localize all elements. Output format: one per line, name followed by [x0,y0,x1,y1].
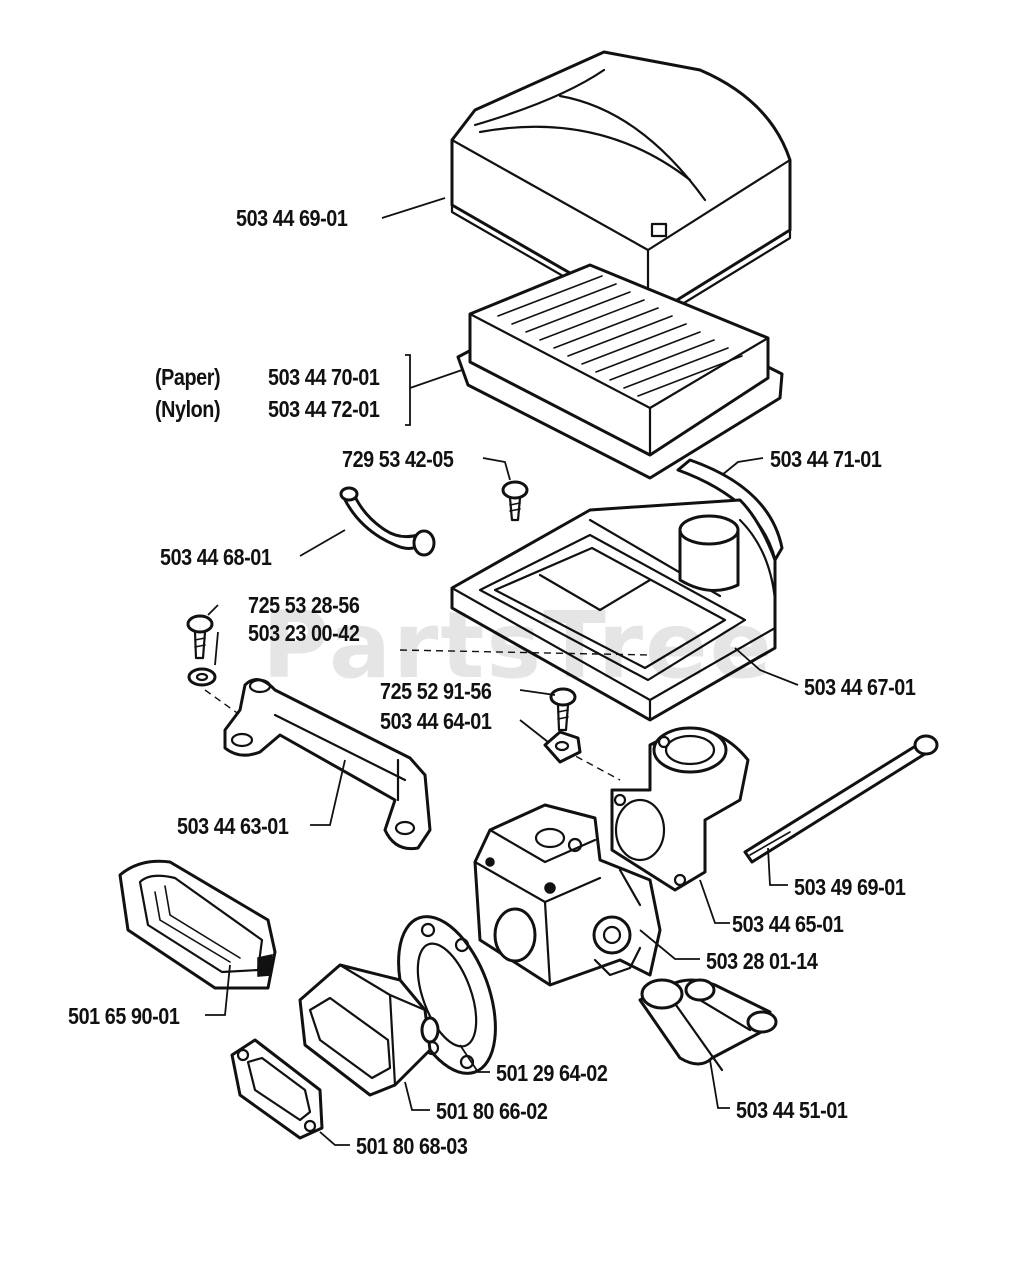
part-label: 503 44 71-01 [770,446,882,472]
part-label: 501 65 90-01 [68,1003,180,1029]
part-label: 503 44 68-01 [160,544,272,570]
part-label: 503 28 01-14 [706,948,818,974]
screw-725-52-91-56[interactable] [549,687,577,732]
part-label: 503 44 72-01 [268,396,380,422]
part-label: 501 29 64-02 [496,1060,608,1086]
intake-elbow[interactable] [610,726,750,892]
part-label: 501 80 66-02 [436,1098,548,1124]
manifold-gasket[interactable] [230,1038,324,1140]
part-label: 503 44 67-01 [804,674,916,700]
air-filter-element[interactable] [456,263,784,480]
spacer-503-44-64-01[interactable] [543,730,582,764]
part-label: 503 23 00-42 [248,620,360,646]
part-label: 729 53 42-05 [342,446,454,472]
watermark: PartsTree [262,592,774,699]
washer-503-23-00-42[interactable] [187,667,217,687]
part-label: 503 44 64-01 [380,708,492,734]
intake-manifold[interactable] [298,963,440,1097]
air-filter-base-plate[interactable] [450,498,777,722]
air-filter-cover[interactable] [450,50,792,327]
screw-725-53-28-56[interactable] [186,614,214,660]
part-label: 503 49 69-01 [794,874,906,900]
filter-seal[interactable] [676,458,784,562]
part-qualifier: (Paper) [155,364,221,390]
part-label: 503 44 65-01 [732,911,844,937]
choke-assembly[interactable] [638,978,778,1072]
part-qualifier: (Nylon) [155,396,221,422]
part-label: 503 44 63-01 [177,813,289,839]
intake-flange[interactable] [118,859,277,990]
screw-729-53-42-05[interactable] [501,480,529,522]
part-label: 503 44 51-01 [736,1097,848,1123]
carburetor[interactable] [473,803,662,987]
wire-clip[interactable] [339,486,436,557]
part-label: 503 44 70-01 [268,364,380,390]
part-label: 725 52 91-56 [380,678,492,704]
part-label: 725 53 28-56 [248,592,360,618]
bracket[interactable] [223,678,432,851]
long-bolt[interactable] [743,734,939,864]
part-label: 503 44 69-01 [236,205,348,231]
part-label: 501 80 68-03 [356,1133,468,1159]
